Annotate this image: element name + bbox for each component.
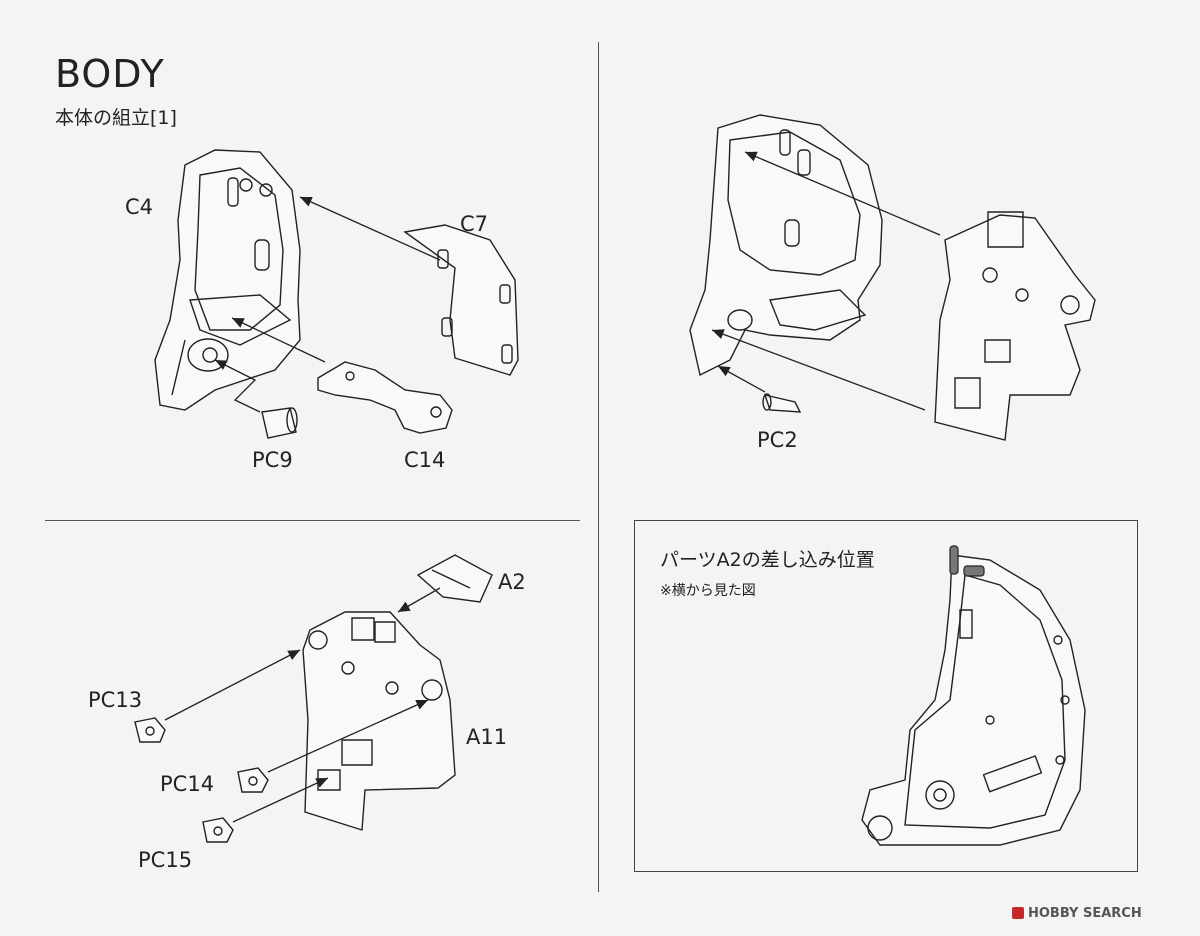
part-a11-drawing [303,612,455,830]
label-pc15: PC15 [138,848,193,872]
part-pc13-drawing [135,718,165,742]
page-subtitle: 本体の組立[1] [55,107,177,129]
part-pc9-drawing [262,408,297,438]
watermark-logo-icon [1012,907,1024,919]
part-c4-assembled-drawing [690,115,882,375]
label-pc14: PC14 [160,772,215,796]
label-a2: A2 [498,570,526,594]
vertical-divider [598,42,599,892]
watermark-text: HOBBY SEARCH [1028,906,1142,921]
part-pc15-drawing [203,818,233,842]
note-title: パーツA2の差し込み位置 [660,549,875,571]
note-subtitle: ※横から見た図 [660,583,756,599]
label-c14: C14 [404,448,446,472]
page-title: BODY [55,52,165,96]
part-a11-in-step2-drawing [935,212,1095,440]
watermark: HOBBY SEARCH [1012,906,1142,921]
label-pc9: PC9 [252,448,293,472]
a2-position-note-box [634,520,1138,872]
label-c7: C7 [460,212,489,236]
horizontal-divider [45,520,580,521]
a2-insert-detail-drawing [950,546,984,576]
label-pc13: PC13 [88,688,143,712]
part-pc2-drawing [763,394,800,412]
part-c14-drawing [318,362,452,433]
part-c4-drawing [155,150,300,410]
side-view-drawing [862,555,1085,845]
part-c7-drawing [405,225,518,375]
label-pc2: PC2 [757,428,798,452]
part-pc14-drawing [238,768,268,792]
label-a11: A11 [466,725,508,749]
label-c4: C4 [125,195,154,219]
